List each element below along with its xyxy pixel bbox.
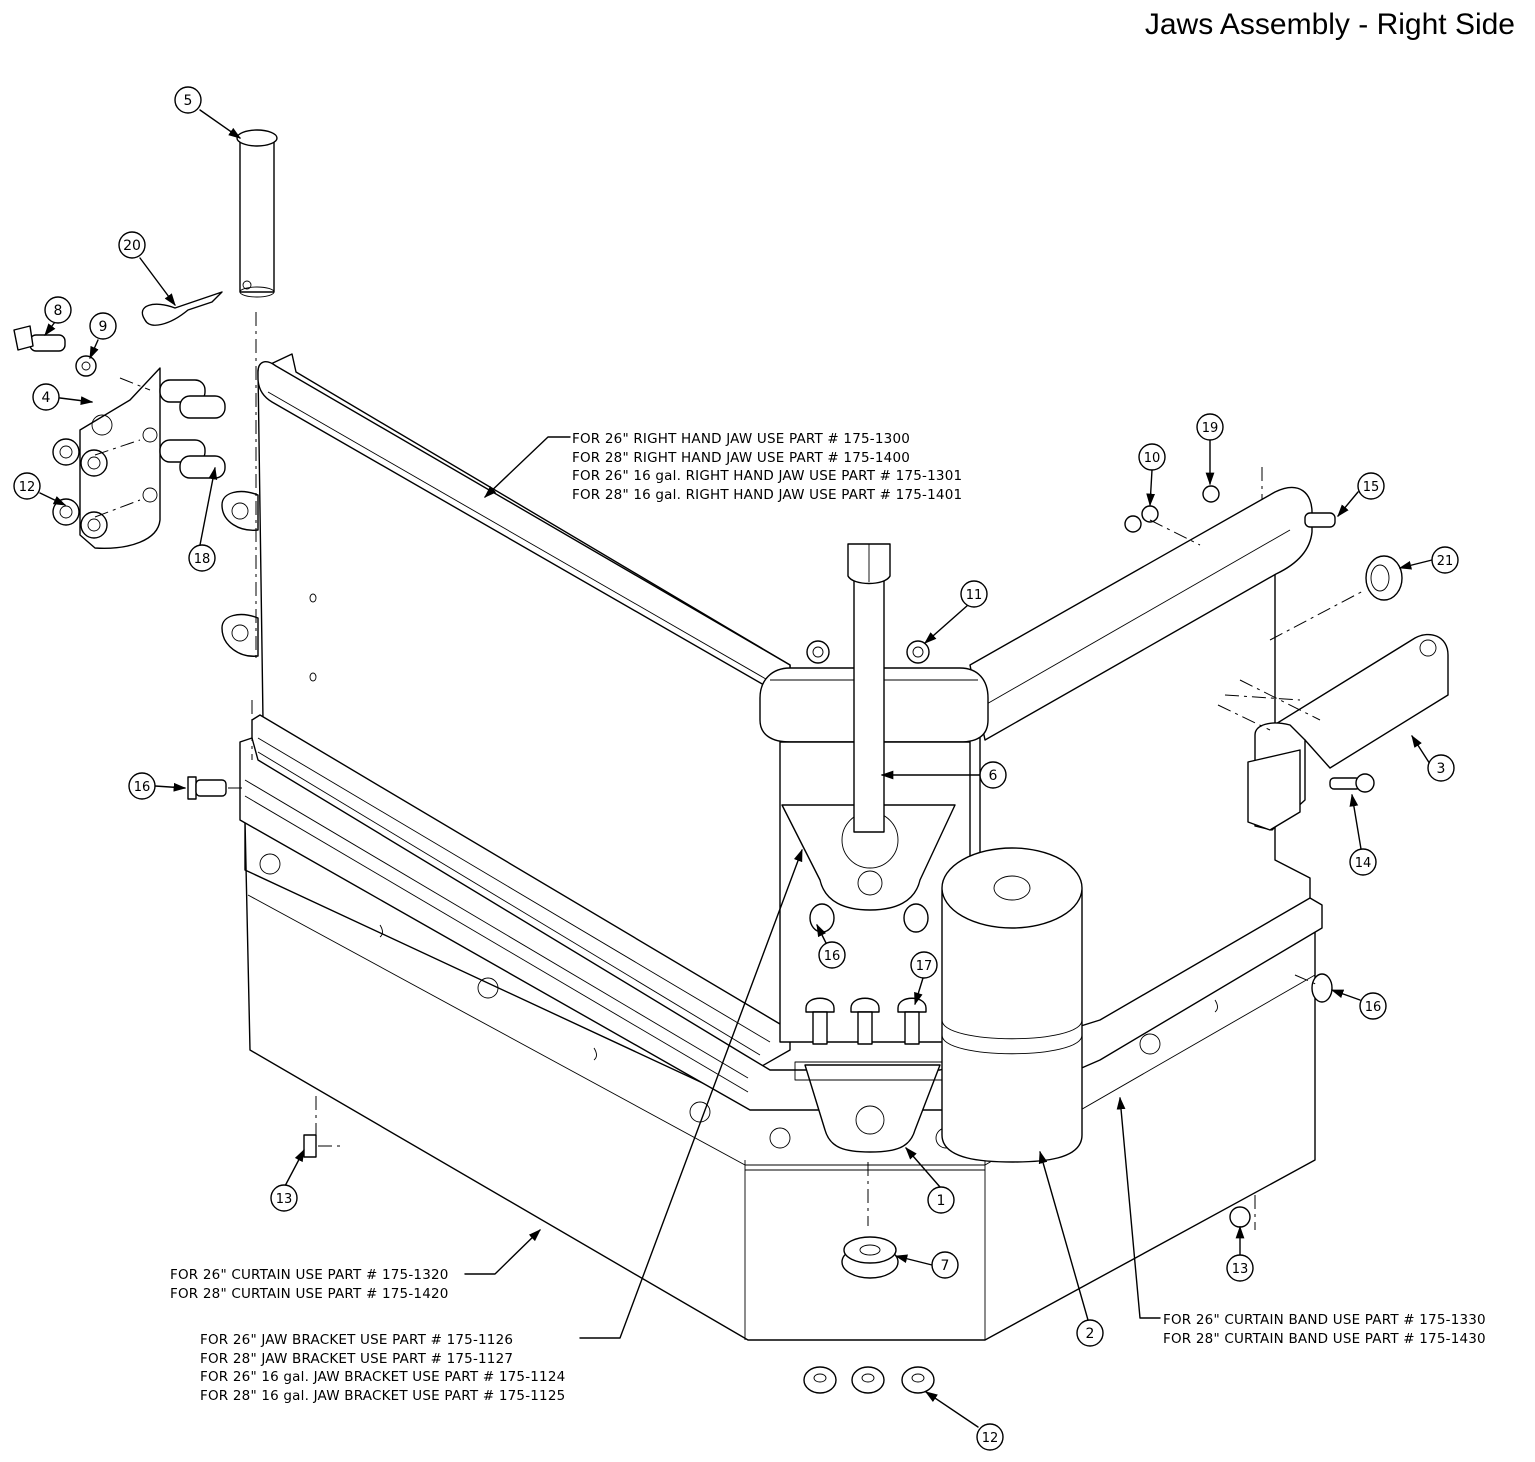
callout-9: 9 [89, 312, 117, 340]
svg-text:19: 19 [1202, 421, 1219, 436]
svg-text:12: 12 [982, 1431, 999, 1446]
callout-12: 12 [13, 472, 41, 500]
hex-bolt [13, 325, 66, 352]
large-nut [841, 1236, 899, 1279]
note-line: FOR 26" 16 gal. JAW BRACKET USE PART # 1… [200, 1369, 566, 1385]
note-line: FOR 28" CURTAIN BAND USE PART # 175-1430 [1163, 1330, 1486, 1347]
hitch-pin-clip [141, 291, 223, 326]
hex-nut [75, 355, 97, 377]
push-rivet [1311, 973, 1333, 1003]
callout-2: 2 [1076, 1319, 1104, 1347]
callout-13: 13 [270, 1184, 298, 1212]
svg-text:17: 17 [916, 959, 933, 974]
note-line: FOR 28" RIGHT HAND JAW USE PART # 175-14… [572, 449, 911, 466]
svg-text:5: 5 [184, 93, 193, 109]
note-line: FOR 26" JAW BRACKET USE PART # 175-1126 [200, 1332, 514, 1348]
callout-1: 1 [927, 1186, 955, 1214]
svg-text:8: 8 [54, 303, 63, 319]
callout-7: 7 [931, 1251, 959, 1279]
callout-3: 3 [1427, 754, 1455, 782]
callout-16: 16 [128, 772, 156, 800]
note-line: FOR 28" CURTAIN USE PART # 175-1420 [170, 1285, 449, 1302]
svg-text:10: 10 [1144, 451, 1161, 466]
callout-6: 6 [979, 761, 1007, 789]
svg-text:4: 4 [42, 390, 51, 406]
note-line: FOR 26" CURTAIN USE PART # 175-1320 [170, 1267, 449, 1283]
note-line: FOR 28" JAW BRACKET USE PART # 175-1127 [200, 1350, 514, 1367]
pin [236, 129, 278, 298]
note-line: FOR 26" 16 gal. RIGHT HAND JAW USE PART … [572, 468, 963, 484]
note-line: FOR 26" RIGHT HAND JAW USE PART # 175-13… [572, 431, 911, 447]
svg-text:6: 6 [989, 768, 998, 784]
svg-text:16: 16 [134, 780, 151, 795]
callout-14: 14 [1349, 848, 1377, 876]
callout-11: 11 [960, 580, 988, 608]
svg-text:1: 1 [937, 1193, 946, 1209]
callout-8: 8 [44, 296, 72, 324]
note-line: FOR 26" CURTAIN BAND USE PART # 175-1330 [1163, 1312, 1486, 1328]
callout-10: 10 [1138, 443, 1166, 471]
arm-bracket [1247, 633, 1449, 831]
right-hand-jaw [221, 353, 791, 1071]
callout-21: 21 [1431, 546, 1459, 574]
note-line: FOR 28" 16 gal. JAW BRACKET USE PART # 1… [200, 1387, 566, 1404]
svg-text:13: 13 [1232, 1262, 1249, 1277]
callout-20: 20 [118, 231, 146, 259]
note-line: FOR 28" 16 gal. RIGHT HAND JAW USE PART … [572, 486, 963, 503]
svg-text:2: 2 [1086, 1326, 1095, 1342]
note-jaw-bracket: FOR 26" JAW BRACKET USE PART # 175-1126 … [200, 1331, 565, 1405]
clip-nut [303, 1134, 317, 1158]
svg-text:3: 3 [1437, 761, 1446, 777]
callout-15: 15 [1357, 472, 1385, 500]
push-rivet [187, 776, 227, 800]
callout-16: 16 [1359, 992, 1387, 1020]
svg-text:14: 14 [1355, 856, 1372, 871]
grommet [1365, 555, 1403, 601]
callout-18: 18 [188, 544, 216, 572]
long-bolt [847, 543, 891, 833]
clip-nut [1229, 1206, 1251, 1228]
callout-12: 12 [976, 1423, 1004, 1451]
screw [1329, 773, 1375, 793]
callout-bubbles: 5 20 8 9 4 12 18 11 10 19 15 21 3 14 6 1… [13, 86, 1459, 1451]
svg-text:11: 11 [966, 588, 983, 603]
jaw-bracket [781, 804, 956, 1153]
leader-lines [39, 109, 1433, 1428]
bottom-nuts [803, 1366, 935, 1394]
note-curtain: FOR 26" CURTAIN USE PART # 175-1320 FOR … [170, 1266, 449, 1303]
center-lines [94, 312, 1366, 1230]
center-nuts [806, 640, 930, 664]
tank-cylinder [941, 847, 1083, 1163]
panel-nuts [1124, 485, 1220, 533]
callout-19: 19 [1196, 413, 1224, 441]
svg-text:21: 21 [1437, 554, 1454, 569]
note-right-hand-jaw: FOR 26" RIGHT HAND JAW USE PART # 175-13… [572, 430, 962, 504]
svg-text:15: 15 [1363, 480, 1380, 495]
svg-text:13: 13 [276, 1192, 293, 1207]
diagram-title: Jaws Assembly - Right Side [1144, 8, 1515, 41]
svg-text:16: 16 [824, 949, 841, 964]
side-bolt [1304, 512, 1336, 528]
svg-text:12: 12 [19, 480, 36, 495]
callout-4: 4 [32, 383, 60, 411]
svg-text:20: 20 [123, 238, 141, 254]
callout-17: 17 [910, 951, 938, 979]
svg-text:9: 9 [99, 319, 108, 335]
callout-16: 16 [818, 941, 846, 969]
callout-13: 13 [1226, 1254, 1254, 1282]
svg-text:16: 16 [1365, 1000, 1382, 1015]
svg-text:18: 18 [194, 552, 211, 567]
svg-text:7: 7 [941, 1258, 950, 1274]
note-curtain-band: FOR 26" CURTAIN BAND USE PART # 175-1330… [1163, 1311, 1486, 1348]
callout-5: 5 [174, 86, 202, 114]
hinge-bracket [52, 367, 226, 549]
